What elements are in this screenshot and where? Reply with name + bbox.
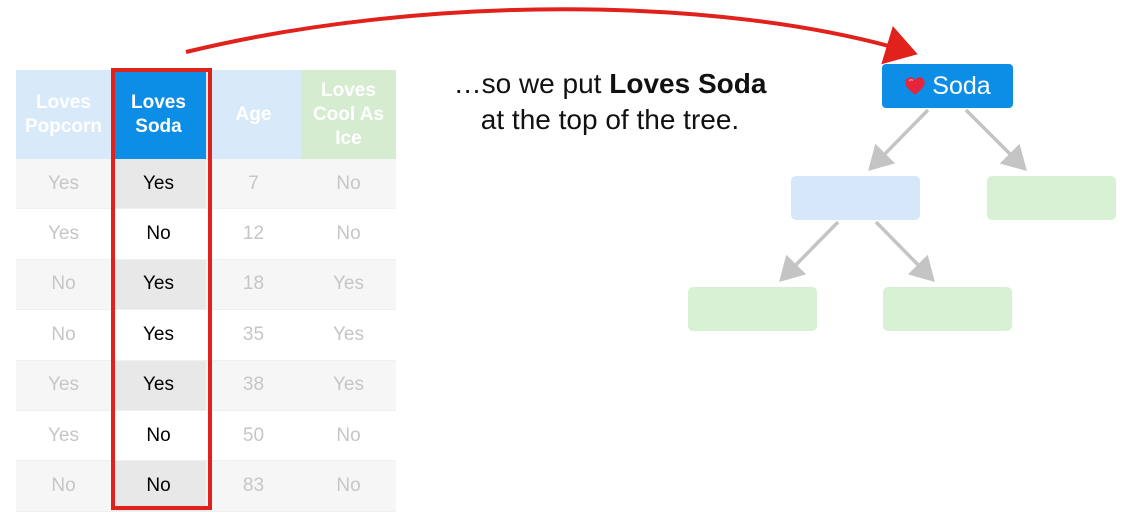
tree-node-left [791,176,920,220]
table-row: Yes No 12 No [16,208,396,260]
table-row: Yes No 50 No [16,410,396,462]
cell-soda: Yes [111,360,206,411]
table-row: No Yes 35 Yes [16,309,396,361]
table-row: Yes Yes 7 No [16,159,396,210]
cell-ice: No [301,208,396,260]
header-text: Loves [321,79,376,101]
cell-soda: Yes [111,159,206,210]
root-label: Soda [932,71,991,100]
tree-arrow-root-left [868,108,930,171]
tree-node-left-left [688,287,817,331]
table-row: Yes Yes 38 Yes [16,360,396,411]
cell-ice: Yes [301,360,396,411]
cell-popcorn: No [16,259,111,311]
tree-arrow-left-right [874,220,935,282]
cell-age: 35 [206,309,301,361]
caption: …so we put Loves Soda at the top of the … [400,66,820,138]
caption-line-1: …so we put Loves Soda [400,66,820,102]
cell-popcorn: No [16,460,111,512]
cell-age: 50 [206,410,301,462]
header-text: Loves [36,91,91,113]
cell-soda: Yes [111,259,206,311]
cell-popcorn: Yes [16,208,111,260]
caption-bold: Loves Soda [609,68,767,99]
cell-age: 12 [206,208,301,260]
cell-soda: No [111,208,206,260]
heart-icon [905,77,925,95]
cell-age: 7 [206,159,301,210]
curved-arrow [185,7,918,65]
header-text: Loves [131,91,186,113]
header-text: Soda [135,115,182,137]
header-loves-cool-as-ice: Loves Cool As Ice [301,70,396,159]
tree-root-node: Soda [882,64,1013,108]
header-loves-soda: Loves Soda [111,70,206,159]
header-age: Age [206,70,301,159]
header-text: Age [235,103,272,125]
header-text: Popcorn [24,115,103,137]
tree-node-left-right [883,287,1012,331]
header-text: Cool As [312,103,385,125]
cell-age: 18 [206,259,301,311]
caption-line-2: at the top of the tree. [480,104,740,135]
data-table: Loves Popcorn Loves Soda Age Loves Cool … [16,70,396,512]
cell-ice: Yes [301,259,396,311]
cell-ice: Yes [301,309,396,361]
cell-ice: No [301,159,396,210]
cell-soda: Yes [111,309,206,361]
header-loves-popcorn: Loves Popcorn [16,70,111,159]
header-row: Loves Popcorn Loves Soda Age Loves Cool … [16,70,396,159]
cell-ice: No [301,460,396,512]
tree-arrow-left-left [779,220,840,282]
cell-age: 83 [206,460,301,512]
cell-ice: No [301,410,396,462]
cell-soda: No [111,460,206,512]
table-row: No No 83 No [16,460,396,512]
cell-popcorn: Yes [16,159,111,210]
cell-popcorn: Yes [16,360,111,411]
cell-popcorn: No [16,309,111,361]
tree-node-right [987,176,1116,220]
caption-prefix: …so we put [453,68,610,99]
cell-age: 38 [206,360,301,411]
cell-soda: No [111,410,206,462]
cell-popcorn: Yes [16,410,111,462]
table-row: No Yes 18 Yes [16,259,396,311]
tree-arrow-root-right [964,108,1027,171]
header-text: Ice [335,127,362,149]
